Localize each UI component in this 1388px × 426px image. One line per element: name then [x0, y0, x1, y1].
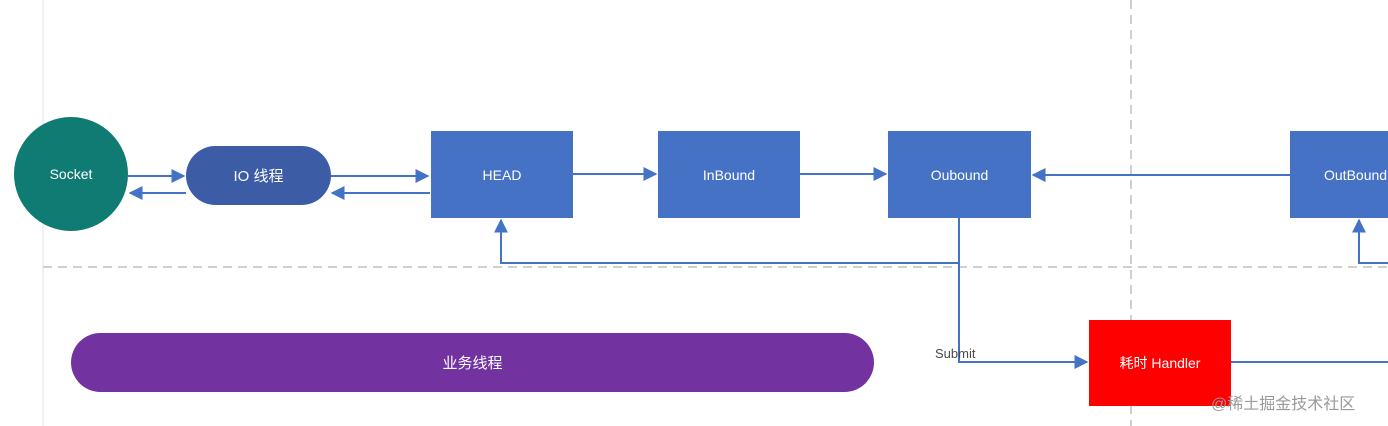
oubound-label: Oubound: [930, 166, 989, 183]
slow-handler-node: 耗时 Handler: [1089, 320, 1231, 406]
inbound-node: InBound: [658, 131, 800, 218]
arrow-oubound-to-head: [494, 218, 960, 264]
outbound-right-node: OutBound: [1290, 131, 1388, 218]
slow-handler-label: 耗时 Handler: [1119, 355, 1201, 371]
business-thread-node: 业务线程: [71, 333, 874, 392]
head-label: HEAD: [482, 166, 522, 183]
inbound-label: InBound: [702, 166, 756, 183]
arrow-to-outbound-right: [1352, 218, 1388, 264]
socket-node: Socket: [14, 117, 128, 231]
business-thread-label: 业务线程: [442, 355, 503, 372]
submit-edge-label: Submit: [935, 346, 976, 361]
oubound-node: Oubound: [888, 131, 1031, 218]
socket-label: Socket: [49, 166, 93, 182]
watermark-text: @稀土掘金技术社区: [1211, 396, 1356, 413]
head-node: HEAD: [431, 131, 573, 218]
io-thread-label: IO 线程: [233, 168, 284, 185]
outbound-right-label: OutBound: [1324, 166, 1388, 183]
io-thread-node: IO 线程: [186, 146, 331, 205]
arrow-submit-to-handler: [958, 263, 1089, 369]
